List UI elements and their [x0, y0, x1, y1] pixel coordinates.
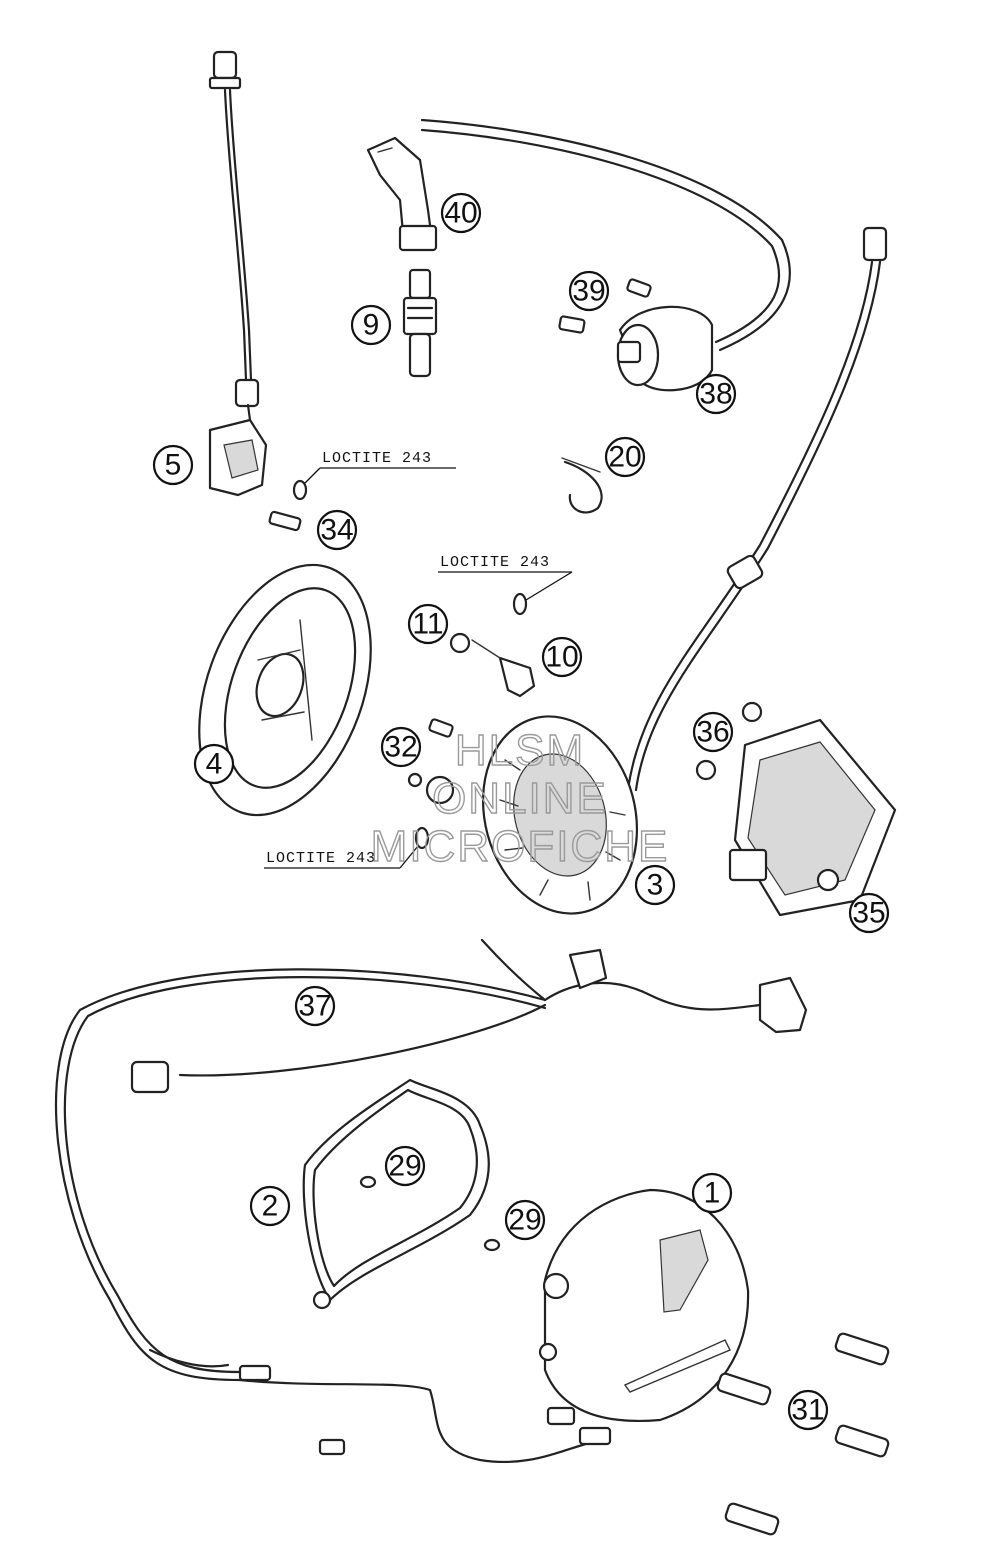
callout: 10 — [541, 636, 583, 678]
callout: 39 — [568, 270, 610, 312]
svg-text:LOCTITE 243: LOCTITE 243 — [266, 850, 376, 867]
svg-text:37: 37 — [298, 990, 331, 1023]
svg-text:36: 36 — [696, 716, 729, 749]
flywheel — [198, 563, 372, 817]
cdi-nuts — [695, 701, 763, 781]
pickup-cable — [208, 50, 260, 408]
svg-text:35: 35 — [852, 897, 885, 930]
callout: 20 — [604, 436, 646, 478]
svg-text:20: 20 — [608, 441, 641, 474]
svg-text:39: 39 — [572, 275, 605, 308]
svg-text:LOCTITE 243: LOCTITE 243 — [322, 450, 432, 467]
svg-text:38: 38 — [699, 378, 732, 411]
callout: 38 — [695, 373, 737, 415]
loctite-note-bottom: LOCTITE 243 — [264, 845, 419, 869]
svg-text:3: 3 — [647, 869, 664, 902]
callout: 2 — [249, 1185, 291, 1227]
spark-plug-cap — [366, 136, 438, 252]
svg-text:5: 5 — [165, 449, 182, 482]
ignition-lead — [420, 118, 791, 352]
callout: 9 — [350, 304, 392, 346]
callout: 4 — [193, 743, 235, 785]
svg-text:10: 10 — [545, 641, 578, 674]
woodruff-key — [471, 639, 536, 698]
svg-text:31: 31 — [791, 1394, 824, 1427]
svg-text:29: 29 — [388, 1150, 421, 1183]
svg-text:32: 32 — [384, 731, 417, 764]
stator-screws — [407, 718, 455, 850]
cdi-unit — [728, 718, 897, 917]
flywheel-nut — [449, 592, 528, 654]
svg-text:LOCTITE 243: LOCTITE 243 — [440, 554, 550, 571]
callout: 11 — [407, 603, 449, 645]
svg-text:34: 34 — [320, 514, 353, 547]
svg-text:4: 4 — [206, 748, 223, 781]
ignition-cover — [538, 1188, 750, 1426]
svg-text:29: 29 — [508, 1204, 541, 1237]
callout: 5 — [152, 444, 194, 486]
callout: 34 — [316, 509, 358, 551]
callout: 31 — [787, 1389, 829, 1431]
callout: 35 — [848, 892, 890, 934]
stator-cable — [626, 226, 888, 792]
svg-text:1: 1 — [704, 1177, 721, 1210]
svg-text:HLSM: HLSM — [455, 726, 585, 775]
callout: 3 — [634, 864, 676, 906]
wiring-harness — [54, 938, 808, 1464]
loctite-note-top: LOCTITE 243 — [303, 450, 456, 485]
svg-text:2: 2 — [262, 1190, 279, 1223]
callout: 37 — [294, 985, 336, 1027]
watermark: HLSM ONLINE MICROFICHE — [370, 725, 670, 871]
svg-text:MICROFICHE: MICROFICHE — [371, 822, 670, 871]
svg-text:9: 9 — [363, 309, 380, 342]
cover-screws — [716, 1332, 890, 1536]
cover-gasket — [302, 1078, 501, 1310]
callout: 36 — [692, 711, 734, 753]
cable-tie — [561, 457, 603, 514]
pickup-sensor — [208, 403, 268, 497]
svg-text:40: 40 — [444, 197, 477, 230]
loctite-note-middle: LOCTITE 243 — [438, 554, 573, 601]
callout: 40 — [440, 192, 482, 234]
svg-text:ONLINE: ONLINE — [432, 774, 608, 823]
sensor-screw — [268, 479, 308, 532]
stator — [481, 715, 639, 915]
callout: 32 — [380, 726, 422, 768]
callout: 29 — [384, 1145, 426, 1187]
callout: 29 — [504, 1199, 546, 1241]
spark-plug — [402, 268, 438, 378]
ignition-coil — [616, 305, 714, 392]
callout: 1 — [691, 1172, 733, 1214]
svg-text:11: 11 — [412, 608, 443, 641]
coil-screws — [558, 278, 652, 334]
